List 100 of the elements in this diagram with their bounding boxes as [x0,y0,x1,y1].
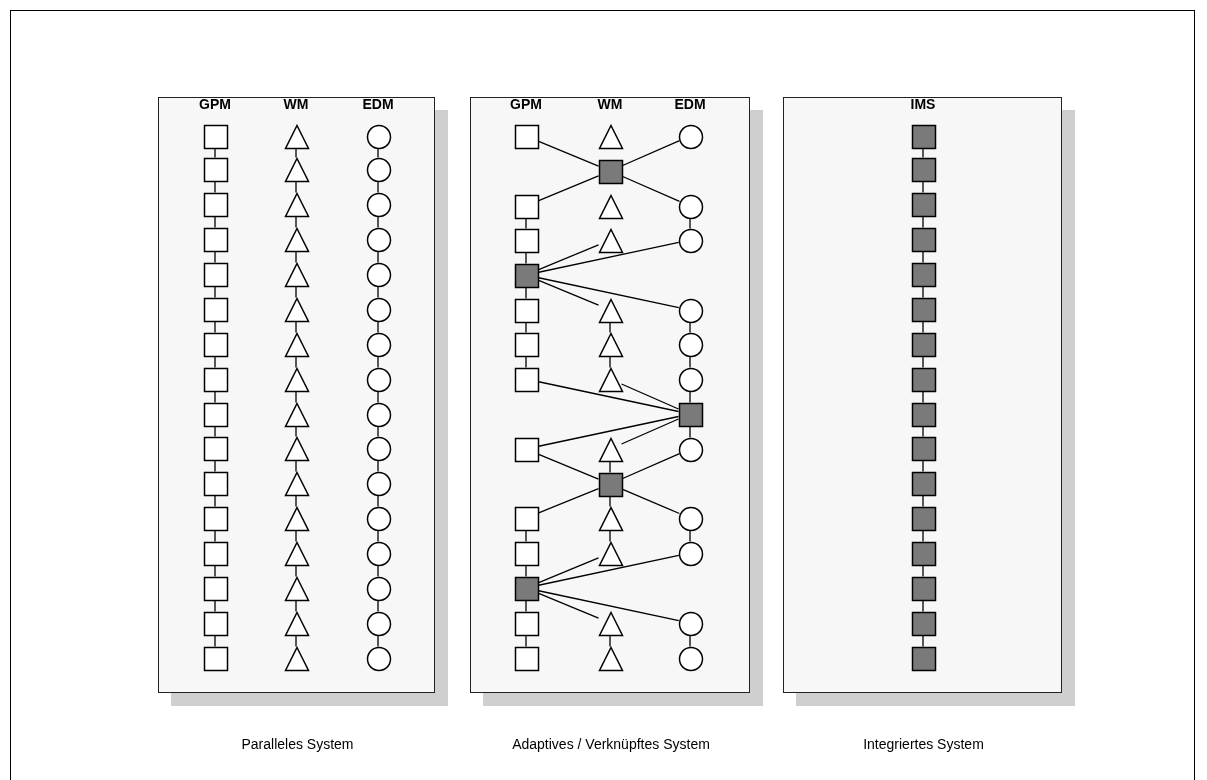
connector-line [922,493,924,508]
connector-line [214,146,216,159]
square-node [514,298,540,324]
square-node [911,262,937,288]
square-node [203,402,229,428]
circle-node [678,437,704,463]
connector-line [214,179,216,194]
connector-line [536,175,600,202]
connector-line [295,284,297,299]
square-node [911,506,937,532]
connector-line [525,320,527,334]
circle-node [366,471,392,497]
connector-line [525,285,527,300]
connector-line [536,554,680,587]
column-heading: IMS [910,96,936,112]
square-node [911,157,937,183]
connector-line [295,319,297,334]
triangle-node [598,332,624,358]
square-node [514,646,540,672]
triangle-node [284,262,310,288]
triangle-node [598,367,624,393]
connector-line [295,179,297,194]
connector-line [295,249,297,264]
connector-line [609,633,611,648]
connector-line [377,319,379,334]
connector-line [377,146,379,159]
connector-line [536,592,600,619]
connector-line [295,389,297,404]
connector-line [525,354,527,369]
triangle-node [284,402,310,428]
panel-caption: Paralleles System [240,735,355,754]
connector-line [536,589,680,622]
connector-line [295,633,297,648]
square-node [203,124,229,150]
connector-line [922,563,924,578]
connector-line [377,563,379,578]
connector-line [689,528,691,543]
connector-line [536,488,600,514]
triangle-node [284,611,310,637]
connector-line [922,389,924,404]
square-node [911,192,937,218]
square-node [911,402,937,428]
square-node [911,227,937,253]
connector-line [922,528,924,543]
connector-line [295,563,297,578]
connector-line [536,415,680,448]
connector-line [922,633,924,648]
connector-line [620,139,681,167]
connector-line [620,488,681,515]
square-node [203,646,229,672]
square-node [514,263,540,289]
square-node [514,541,540,567]
triangle-node [598,124,624,150]
circle-node [366,332,392,358]
connector-line [295,424,297,438]
connector-line [922,319,924,334]
square-node [678,402,704,428]
connector-line [295,214,297,229]
connector-line [922,146,924,159]
connector-line [377,424,379,438]
square-node [911,541,937,567]
column-heading: WM [283,96,309,112]
triangle-node [598,541,624,567]
connector-line [525,598,527,613]
circle-node [366,367,392,393]
triangle-node [284,157,310,183]
square-node [514,576,540,602]
connector-line [689,389,691,404]
connector-line [295,493,297,508]
panel-caption: Integriertes System [862,735,985,754]
triangle-node [598,506,624,532]
connector-line [922,424,924,438]
connector-line [214,319,216,334]
triangle-node [598,646,624,672]
connector-line [620,418,680,445]
connector-line [377,249,379,264]
triangle-node [284,227,310,253]
square-node [203,262,229,288]
circle-node [366,192,392,218]
connector-line [214,598,216,613]
column-heading: EDM [674,96,706,112]
connector-line [214,458,216,473]
square-node [203,576,229,602]
connector-line [922,354,924,369]
square-node [514,506,540,532]
connector-line [609,494,611,508]
connector-line [377,633,379,648]
circle-node [366,402,392,428]
triangle-node [598,437,624,463]
connector-line [689,633,691,648]
connector-line [536,276,680,309]
circle-node [366,124,392,150]
square-node [203,332,229,358]
square-node [514,124,540,150]
connector-line [922,214,924,229]
connector-line [536,557,600,584]
triangle-node [284,124,310,150]
square-node [911,576,937,602]
square-node [911,297,937,323]
connector-line [295,354,297,369]
